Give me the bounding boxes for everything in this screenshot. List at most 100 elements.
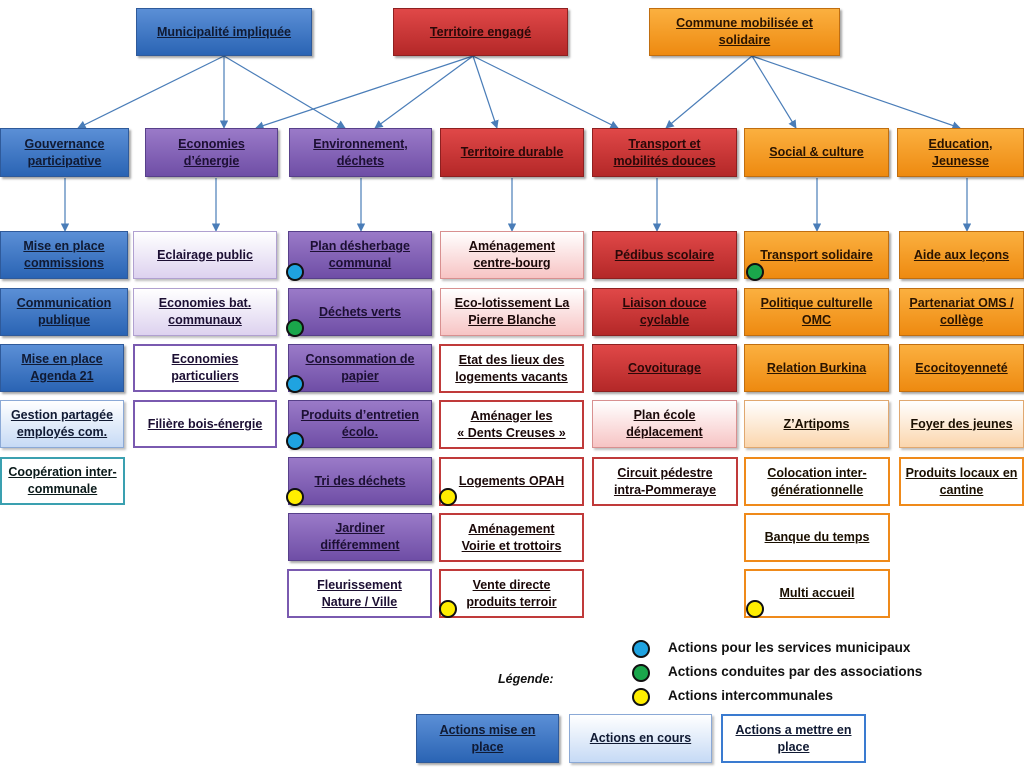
action-education-2: Partenariat OMS /collège bbox=[899, 288, 1024, 336]
connector-territoire-environnement bbox=[374, 55, 474, 129]
connector-municipalite-environnement bbox=[223, 55, 346, 129]
category-gouvernance-line1: Gouvernance bbox=[24, 136, 105, 151]
action-label-line1: Partenariat OMS / bbox=[909, 296, 1014, 311]
connector-commune-social bbox=[751, 55, 797, 129]
action-territoire-3: Etat des lieux des logements vacants bbox=[439, 344, 584, 393]
action-label: Eclairage public bbox=[157, 247, 253, 262]
category-territoire-durable-label: Territoire durable bbox=[460, 145, 564, 160]
action-label-line1: Jardiner bbox=[335, 521, 385, 536]
action-label: Banque du temps bbox=[764, 530, 870, 545]
action-label-line2: déplacement bbox=[626, 425, 703, 439]
action-label-line2: commissions bbox=[24, 256, 104, 270]
legend-dot-yellow bbox=[632, 688, 650, 706]
action-transport-4: Plan école déplacement bbox=[592, 400, 737, 448]
category-environnement-line2: déchets bbox=[336, 153, 385, 168]
action-gouvernance-5: Coopération inter-communale bbox=[0, 457, 125, 505]
action-label-line2: Voirie et trottoirs bbox=[461, 538, 562, 553]
category-education-line1: Education, bbox=[928, 136, 993, 151]
category-territoire-durable: Territoire durable bbox=[440, 128, 584, 177]
dot-blue-consommation-papier bbox=[286, 375, 304, 393]
action-environnement-4: Produits d’entretien écolo. bbox=[288, 400, 432, 448]
action-territoire-4: Aménager les« Dents Creuses » bbox=[439, 400, 584, 449]
action-label-line2: Pierre Blanche bbox=[468, 313, 556, 327]
action-label-line1: Circuit pédestre bbox=[617, 465, 713, 480]
action-label-line2: communale bbox=[27, 482, 98, 496]
action-gouvernance-1: Mise en place commissions bbox=[0, 231, 128, 279]
action-label-line2: intra-Pommeraye bbox=[613, 482, 717, 497]
action-label: Logements OPAH bbox=[458, 474, 565, 489]
connector-municipalite-gouvernance bbox=[77, 55, 225, 129]
action-label-line2: Agenda 21 bbox=[30, 369, 94, 383]
dot-green-transport-solidaire bbox=[746, 263, 764, 281]
action-territoire-5: Logements OPAH bbox=[439, 457, 584, 506]
legend-dot-green bbox=[632, 664, 650, 682]
action-environnement-3: Consommation de papier bbox=[288, 344, 432, 392]
action-environnement-1: Plan désherbage communal bbox=[288, 231, 432, 279]
action-label: Pédibus scolaire bbox=[614, 247, 715, 262]
action-label-line2: cyclable bbox=[639, 313, 690, 327]
action-label-line2: Nature / Ville bbox=[321, 594, 398, 609]
connector-territoire-economies bbox=[255, 55, 474, 130]
action-transport-5: Circuit pédestre intra-Pommeraye bbox=[592, 457, 738, 506]
action-label-line2: communaux bbox=[168, 313, 242, 327]
action-label-line2: particuliers bbox=[171, 369, 239, 383]
action-label: Relation Burkina bbox=[766, 360, 867, 375]
connector-territoire-transport bbox=[472, 55, 619, 129]
action-label-line2: écolo. bbox=[341, 425, 379, 439]
dot-yellow-multi-accueil bbox=[746, 600, 764, 618]
action-education-3: Ecocitoyenneté bbox=[899, 344, 1024, 392]
legend-status-a-mettre: Actions a mettre en place bbox=[721, 714, 866, 763]
action-education-1: Aide aux leçons bbox=[899, 231, 1024, 279]
action-label-line1: Plan désherbage bbox=[309, 239, 411, 254]
action-social-7: Multi accueil bbox=[744, 569, 890, 618]
top-commune-label-line2: solidaire bbox=[718, 33, 771, 47]
action-label-line2: OMC bbox=[801, 313, 832, 327]
action-label-line1: Consommation de bbox=[305, 352, 415, 367]
action-label: Tri des déchets bbox=[314, 473, 406, 488]
action-label-line1: Produits d’entretien bbox=[300, 408, 420, 423]
legend-status-line1: Actions a mettre en bbox=[735, 722, 852, 737]
action-economies-4: Filière bois-énergie bbox=[133, 400, 277, 448]
action-label-line1: Mise en place bbox=[23, 239, 105, 254]
action-label-line1: Economies bat. bbox=[158, 296, 252, 311]
action-label-line1: Aménager les bbox=[470, 408, 553, 423]
action-label: Covoiturage bbox=[628, 360, 701, 375]
action-transport-3: Covoiturage bbox=[592, 344, 737, 392]
action-label-line2: cantine bbox=[939, 482, 984, 497]
dot-yellow-vente-directe bbox=[439, 600, 457, 618]
action-label-line1: Colocation inter- bbox=[767, 465, 867, 480]
action-label-line1: Produits locaux en bbox=[905, 465, 1018, 480]
action-label: Z’Artipoms bbox=[783, 416, 850, 431]
action-label-line1: Etat des lieux des bbox=[458, 352, 565, 367]
action-label-line2: logements vacants bbox=[455, 369, 568, 384]
action-social-5: Colocation inter-générationnelle bbox=[744, 457, 890, 506]
legend-status-label: Actions en cours bbox=[589, 731, 692, 746]
action-label-line2: communal bbox=[328, 256, 392, 270]
action-label-line2: différemment bbox=[320, 538, 400, 552]
legend-status-line1: Actions mise en bbox=[439, 722, 536, 737]
action-label-line2: employés com. bbox=[16, 425, 108, 439]
action-label-line1: Aménagement bbox=[468, 521, 555, 536]
action-label-line2: produits terroir bbox=[466, 594, 557, 609]
action-economies-2: Economies bat. communaux bbox=[133, 288, 277, 336]
legend-status-line2: place bbox=[777, 739, 810, 754]
action-education-5: Produits locaux en cantine bbox=[899, 457, 1024, 506]
action-label-line1: Eco-lotissement La bbox=[454, 296, 570, 311]
action-label: Foyer des jeunes bbox=[910, 416, 1013, 431]
dot-blue-plan-desherbage bbox=[286, 263, 304, 281]
action-environnement-2: Déchets verts bbox=[288, 288, 432, 336]
action-label-line2: papier bbox=[341, 369, 379, 383]
legend-label-associations: Actions conduites par des associations bbox=[668, 664, 923, 679]
connector-commune-transport bbox=[665, 55, 753, 129]
action-label-line1: Fleurissement bbox=[317, 577, 402, 592]
action-label-line1: Plan école bbox=[633, 408, 696, 423]
